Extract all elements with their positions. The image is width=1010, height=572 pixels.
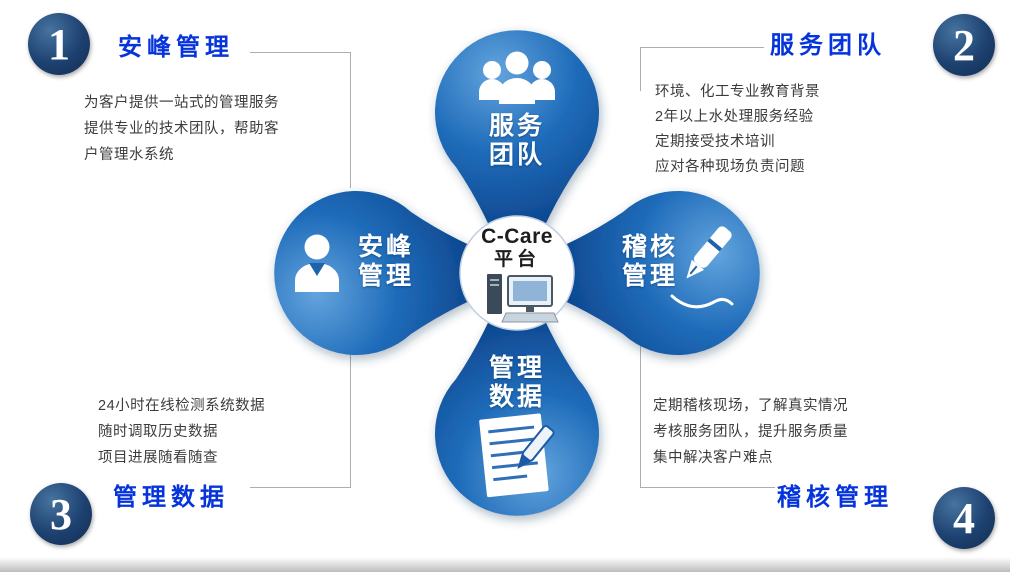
petal-left-line1: 安峰 — [357, 233, 414, 261]
document-pen-icon — [479, 413, 555, 498]
connector-line-2h — [640, 47, 764, 48]
petal-label-top: 服务 团队 — [457, 112, 577, 170]
section-desc-1: 为客户提供一站式的管理服务 提供专业的技术团队，帮助客 户管理水系统 — [84, 90, 279, 168]
connector-line-3h — [250, 487, 350, 488]
desc-line: 应对各种现场负责问题 — [655, 159, 805, 175]
badge-4-number: 4 — [953, 493, 975, 543]
connector-line-2v — [640, 47, 641, 91]
petal-top-line1: 服务 — [488, 112, 545, 140]
bottom-edge-gradient — [0, 557, 1010, 572]
petal-right — [523, 191, 760, 355]
section-title-1: 安峰管理 — [118, 34, 234, 61]
desc-line: 定期稽核现场，了解真实情况 — [653, 398, 848, 414]
badge-3-number: 3 — [50, 489, 72, 539]
section-desc-3: 24小时在线检测系统数据 随时调取历史数据 项目进展随看随查 — [98, 393, 265, 471]
number-badge-3: 3 — [30, 483, 92, 545]
section-title-4: 稽核管理 — [777, 484, 893, 511]
number-badge-2: 2 — [933, 14, 995, 76]
petal-top — [435, 30, 599, 267]
section-title-2: 服务团队 — [770, 32, 886, 59]
petal-right-line2: 管理 — [621, 262, 678, 290]
section-desc-2: 环境、化工专业教育背景 2年以上水处理服务经验 定期接受技术培训 应对各种现场负… — [655, 80, 820, 180]
section-title-3: 管理数据 — [113, 484, 229, 511]
desc-line: 项目进展随看随查 — [98, 450, 218, 466]
desc-line: 随时调取历史数据 — [98, 424, 218, 440]
petal-label-bottom: 管理 数据 — [457, 354, 577, 412]
petal-left-line2: 管理 — [357, 262, 414, 290]
number-badge-1: 1 — [28, 13, 90, 75]
desc-line: 环境、化工专业教育背景 — [655, 84, 820, 100]
person-icon — [295, 234, 339, 292]
petal-bottom — [435, 279, 599, 516]
connector-line-4v — [640, 337, 641, 488]
connector-line-1h — [250, 52, 350, 53]
desktop-computer-icon — [487, 274, 559, 323]
desc-line: 集中解决客户难点 — [653, 450, 773, 466]
connector-line-4h — [640, 487, 775, 488]
petal-right-line1: 稽核 — [621, 233, 678, 261]
center-label: C-Care 平台 — [462, 225, 572, 271]
desc-line: 24小时在线检测系统数据 — [98, 398, 266, 414]
pen-icon — [670, 226, 734, 309]
center-subtitle: 平台 — [493, 249, 540, 270]
petal-label-left: 安峰 管理 — [346, 233, 426, 291]
desc-line: 考核服务团队，提升服务质量 — [653, 424, 848, 440]
petal-top-line2: 团队 — [488, 141, 545, 169]
petal-left — [274, 191, 511, 355]
desc-line: 2年以上水处理服务经验 — [655, 109, 814, 125]
number-badge-4: 4 — [933, 487, 995, 549]
desc-line: 为客户提供一站式的管理服务 — [84, 95, 279, 111]
connector-line-1v — [350, 52, 351, 188]
section-desc-4: 定期稽核现场，了解真实情况 考核服务团队，提升服务质量 集中解决客户难点 — [653, 393, 848, 471]
petal-bottom-line2: 数据 — [488, 383, 545, 411]
desc-line: 户管理水系统 — [84, 147, 174, 163]
petal-bottom-line1: 管理 — [488, 354, 545, 382]
center-title: C-Care — [481, 225, 553, 248]
desc-line: 定期接受技术培训 — [655, 134, 775, 150]
badge-1-number: 1 — [48, 19, 70, 69]
team-people-icon — [479, 51, 555, 104]
petal-label-right: 稽核 管理 — [610, 233, 690, 291]
connector-line-3v — [350, 352, 351, 488]
badge-2-number: 2 — [953, 20, 975, 70]
desc-line: 提供专业的技术团队，帮助客 — [84, 121, 279, 137]
